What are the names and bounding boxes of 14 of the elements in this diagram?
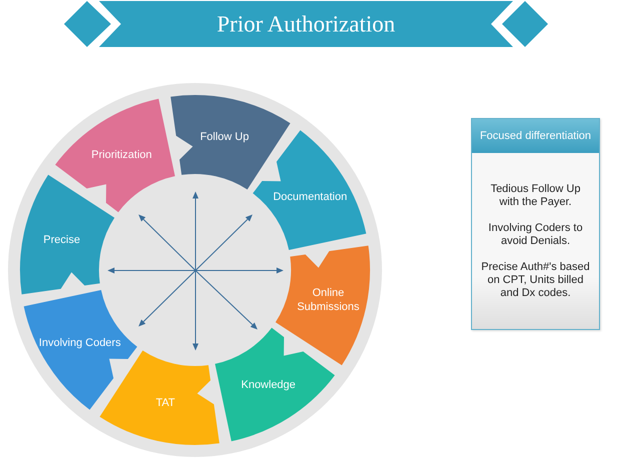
segment-label: Involving Coders	[38, 336, 121, 350]
card-header: Focused differentiation	[472, 119, 599, 153]
segment-label: Knowledge	[241, 378, 296, 392]
card-text: Precise Auth#'s based on CPT, Units billed and Dx codes.	[480, 261, 590, 300]
segment-label: Follow Up	[200, 130, 249, 144]
segment-label: Precise	[43, 233, 80, 248]
title: Prior Authorization	[216, 10, 396, 38]
segment-label: Online Submissions	[296, 286, 360, 314]
segment-label: Prioritization	[91, 148, 152, 162]
segment-label: TAT	[156, 396, 176, 410]
card-text: Tedious Follow Up with the Payer.	[490, 183, 582, 209]
segment-label: Documentation	[273, 190, 348, 204]
info-card	[471, 118, 600, 330]
card-text: Involving Coders to avoid Denials.	[487, 222, 584, 248]
